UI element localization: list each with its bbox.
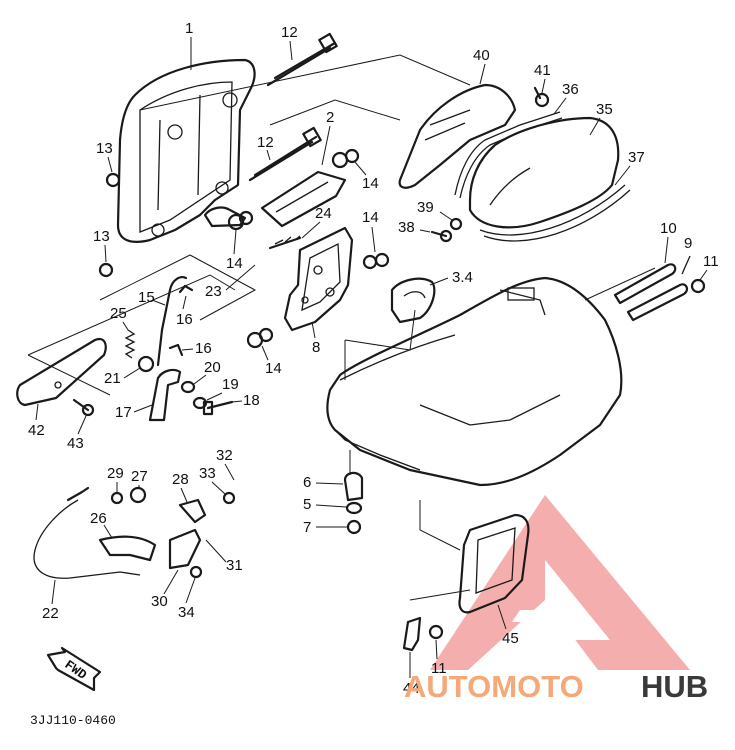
part-1-backrest-frame: [116, 58, 256, 243]
parts-5-7-buffer: [343, 471, 364, 535]
label-23: 23: [205, 283, 222, 300]
part-13-grommets: [98, 172, 121, 278]
label-31: 31: [226, 557, 243, 574]
fwd-label: FWD: [62, 657, 90, 683]
label-15: 15: [138, 289, 155, 306]
label-17: 17: [115, 404, 132, 421]
part-labels: 1 12 12 2 13 13 14 14 14 14 24 23 3.4 8 …: [28, 20, 719, 697]
label-9: 9: [684, 235, 692, 252]
watermark-inner-cut: [545, 560, 610, 640]
label-38: 38: [398, 219, 415, 236]
label-2: 2: [326, 109, 334, 126]
label-1: 1: [185, 20, 193, 37]
assembly-lines: [27, 54, 656, 601]
label-45: 45: [502, 630, 519, 647]
label-8: 8: [312, 339, 320, 356]
part-45-light-unit: [458, 513, 530, 614]
label-44: 44: [403, 680, 420, 697]
part-41-bolt: [533, 86, 542, 100]
label-20: 20: [204, 359, 221, 376]
label-37: 37: [628, 149, 645, 166]
part-17-lever: [148, 368, 182, 422]
label-43: 43: [67, 435, 84, 452]
label-14a: 14: [362, 175, 379, 192]
watermark-brand-part2: HUB: [641, 669, 708, 704]
label-10: 10: [660, 220, 677, 237]
trunk-body: [326, 276, 623, 487]
part-14-collars: [227, 148, 390, 349]
part-3-4-latch: [390, 277, 436, 324]
label-30: 30: [151, 593, 168, 610]
watermark-brand-part1: AUTOMOTO: [404, 669, 584, 704]
label-39: 39: [417, 199, 434, 216]
label-42: 42: [28, 422, 45, 439]
part-8-hinge-plate: [268, 226, 354, 332]
watermark-stripe: [512, 610, 560, 622]
part-35-lid: [468, 116, 620, 229]
label-33: 33: [199, 465, 216, 482]
label-16a: 16: [176, 311, 193, 328]
label-6: 6: [303, 474, 311, 491]
label-19: 19: [222, 376, 239, 393]
part-12-long-bolts: [248, 32, 338, 182]
label-3-4: 3.4: [452, 269, 473, 286]
part-40-rear-cover: [398, 83, 517, 189]
label-14c: 14: [362, 209, 379, 226]
parts-26-31-assembly: [98, 486, 236, 579]
part-42-cover-plate: [16, 337, 107, 407]
label-12b: 12: [257, 134, 274, 151]
part-21-collar: [137, 355, 155, 373]
part-43-screw: [72, 398, 90, 412]
label-35: 35: [596, 101, 613, 118]
parts-18-20-fasteners: [180, 380, 234, 416]
label-11a: 11: [703, 253, 719, 270]
label-24: 24: [315, 205, 332, 222]
label-12a: 12: [281, 24, 298, 41]
label-34: 34: [178, 604, 195, 621]
part-25-spring: [124, 329, 136, 359]
label-26: 26: [90, 510, 107, 527]
label-13b: 13: [93, 228, 110, 245]
parts-9-11-right: [613, 255, 706, 322]
label-5: 5: [303, 496, 311, 513]
label-16b: 16: [195, 340, 212, 357]
label-29: 29: [107, 465, 124, 482]
label-21: 21: [104, 370, 121, 387]
label-28: 28: [172, 471, 189, 488]
label-40: 40: [473, 47, 490, 64]
label-18: 18: [243, 392, 260, 409]
fwd-arrow: [46, 646, 102, 692]
diagram-code: 3JJ110-0460: [30, 713, 116, 728]
label-7: 7: [303, 519, 311, 536]
label-32: 32: [216, 447, 233, 464]
label-11b: 11: [431, 660, 447, 677]
watermark-logo: [430, 495, 690, 670]
label-36: 36: [562, 81, 579, 98]
part-36-37-seals: [454, 111, 631, 242]
label-14d: 14: [265, 360, 282, 377]
label-27: 27: [131, 468, 148, 485]
label-25: 25: [110, 305, 127, 322]
label-13a: 13: [96, 140, 113, 157]
parts-11-44-small: [402, 616, 444, 652]
label-41: 41: [534, 62, 551, 79]
parts-38-39-fasteners: [430, 217, 463, 243]
label-14b: 14: [226, 255, 243, 272]
label-22: 22: [42, 605, 59, 622]
part-22-cable: [33, 486, 141, 579]
